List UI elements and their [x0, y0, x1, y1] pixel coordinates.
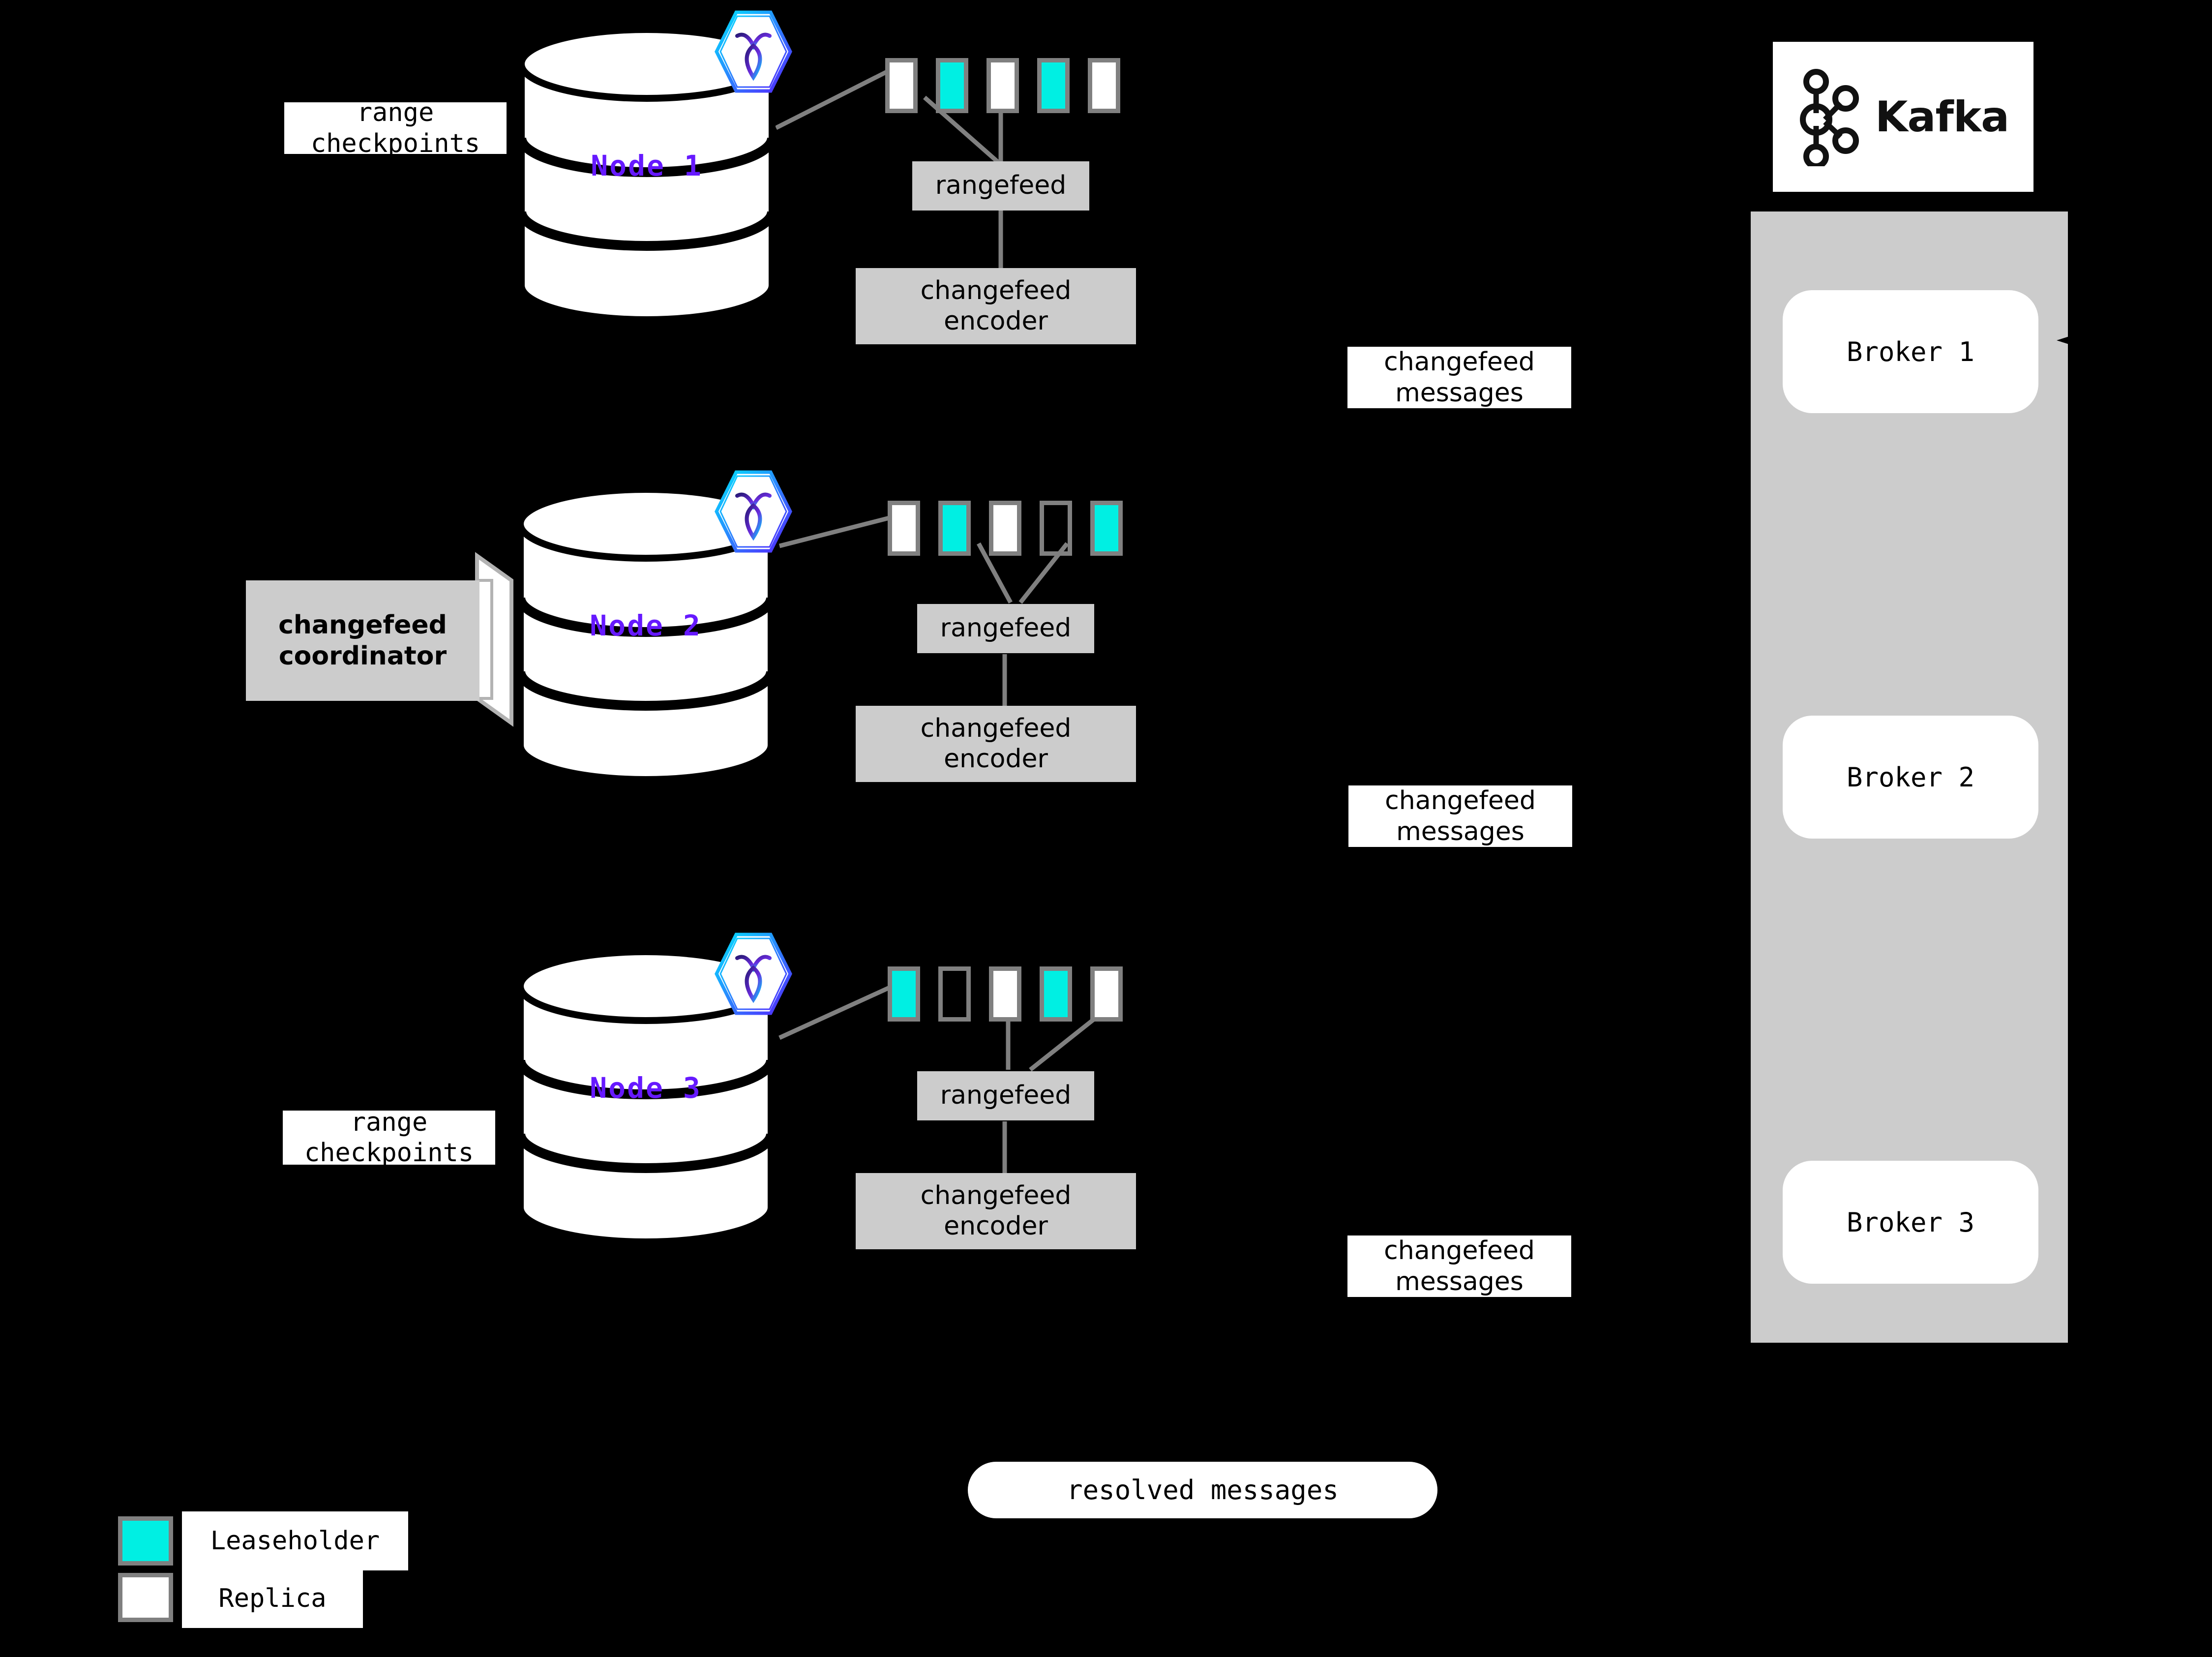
node-1-label: Node 1 [591, 149, 703, 182]
cockroachdb-hex-icon [712, 7, 795, 96]
node-3-ranges [888, 966, 1143, 1025]
changefeed-messages-line2: messages [1395, 1266, 1524, 1296]
range-replica[interactable] [885, 58, 918, 113]
node-3-cylinder: Node 3 [515, 949, 776, 1244]
node-2-ranges [888, 501, 1143, 560]
resolved-messages-pill: resolved messages [968, 1462, 1437, 1518]
node-2-changefeed-encoder-box[interactable]: changefeed encoder [856, 706, 1136, 782]
changefeed-messages-line1: changefeed [1384, 1236, 1535, 1266]
range-replica[interactable] [989, 501, 1021, 556]
node-1-ranges [885, 58, 1141, 117]
changefeed-coordinator-box: changefeed coordinator [246, 580, 479, 701]
cockroachdb-hex-icon [712, 467, 795, 556]
range-replica[interactable] [1088, 58, 1120, 113]
node-3-range-checkpoints-label: range checkpoints [283, 1108, 495, 1168]
node-2-rangefeed-box[interactable]: rangefeed [917, 604, 1094, 653]
encoder-line1: changefeed [920, 714, 1072, 744]
node-1-rangefeed-box[interactable]: rangefeed [912, 161, 1089, 211]
range-empty[interactable] [1040, 501, 1072, 556]
kafka-logo-box: Kafka [1773, 42, 2033, 192]
node-3-label: Node 3 [590, 1071, 702, 1105]
legend-label-leaseholder: Leaseholder [182, 1511, 408, 1570]
kafka-cluster-panel: Broker 1 Broker 2 Broker 3 [1751, 211, 2068, 1343]
range-checkpoints-line1: range [357, 98, 434, 128]
range-leaseholder[interactable] [1040, 966, 1072, 1022]
kafka-node-graph-icon [1799, 68, 1859, 166]
node-2-cylinder: Node 2 [515, 487, 776, 782]
kafka-broker-1[interactable]: Broker 1 [1783, 290, 2038, 413]
changefeed-messages-label-1: changefeed messages [1347, 347, 1571, 408]
changefeed-messages-line1: changefeed [1384, 347, 1535, 377]
cockroachdb-hex-icon [712, 930, 795, 1018]
encoder-line2: encoder [944, 1211, 1048, 1241]
broker-label: Broker 3 [1846, 1206, 1975, 1238]
encoder-line1: changefeed [920, 276, 1072, 306]
range-empty[interactable] [938, 966, 971, 1022]
kafka-inbound-arrow-icon [2057, 334, 2075, 346]
rangefeed-label: rangefeed [935, 171, 1067, 201]
kafka-wordmark: Kafka [1875, 92, 2009, 142]
changefeed-messages-line2: messages [1395, 378, 1524, 408]
changefeed-messages-label-2: changefeed messages [1348, 785, 1572, 847]
range-leaseholder[interactable] [936, 58, 968, 113]
changefeed-messages-line2: messages [1396, 816, 1524, 846]
range-leaseholder[interactable] [1090, 501, 1123, 556]
legend-label-replica: Replica [182, 1569, 363, 1628]
range-checkpoints-line2: checkpoints [310, 128, 480, 158]
changefeed-coordinator-callout[interactable]: changefeed coordinator [246, 551, 536, 733]
range-leaseholder[interactable] [938, 501, 971, 556]
range-leaseholder[interactable] [1037, 58, 1070, 113]
broker-label: Broker 2 [1846, 761, 1975, 793]
encoder-line2: encoder [944, 744, 1048, 774]
range-leaseholder[interactable] [888, 966, 920, 1022]
range-checkpoints-line1: range [350, 1107, 428, 1137]
resolved-messages-label: resolved messages [1067, 1475, 1339, 1506]
range-checkpoints-line2: checkpoints [304, 1138, 474, 1168]
kafka-broker-3[interactable]: Broker 3 [1783, 1161, 2038, 1284]
legend-swatch-replica [118, 1573, 173, 1622]
range-replica[interactable] [888, 501, 920, 556]
node-1-range-checkpoints-label: range checkpoints [284, 98, 507, 158]
legend-text: Replica [218, 1584, 327, 1613]
changefeed-messages-label-3: changefeed messages [1347, 1235, 1571, 1297]
node-2-label: Node 2 [590, 609, 702, 642]
range-replica[interactable] [1090, 966, 1123, 1022]
node-3-rangefeed-box[interactable]: rangefeed [917, 1071, 1094, 1120]
coordinator-line1: changefeed [278, 610, 447, 640]
range-replica[interactable] [989, 966, 1021, 1022]
coordinator-line2: coordinator [278, 641, 447, 671]
broker-label: Broker 1 [1846, 336, 1975, 367]
encoder-line2: encoder [944, 306, 1048, 336]
kafka-broker-2[interactable]: Broker 2 [1783, 716, 2038, 839]
rangefeed-label: rangefeed [940, 1081, 1072, 1111]
legend-swatch-leaseholder [118, 1516, 173, 1566]
node-1-changefeed-encoder-box[interactable]: changefeed encoder [856, 268, 1136, 344]
node-1-cylinder: Node 1 [516, 27, 777, 322]
range-replica[interactable] [986, 58, 1019, 113]
encoder-line1: changefeed [920, 1181, 1072, 1211]
rangefeed-label: rangefeed [940, 613, 1072, 643]
legend-text: Leaseholder [210, 1526, 380, 1556]
node-3-changefeed-encoder-box[interactable]: changefeed encoder [856, 1173, 1136, 1249]
changefeed-messages-line1: changefeed [1385, 786, 1536, 816]
